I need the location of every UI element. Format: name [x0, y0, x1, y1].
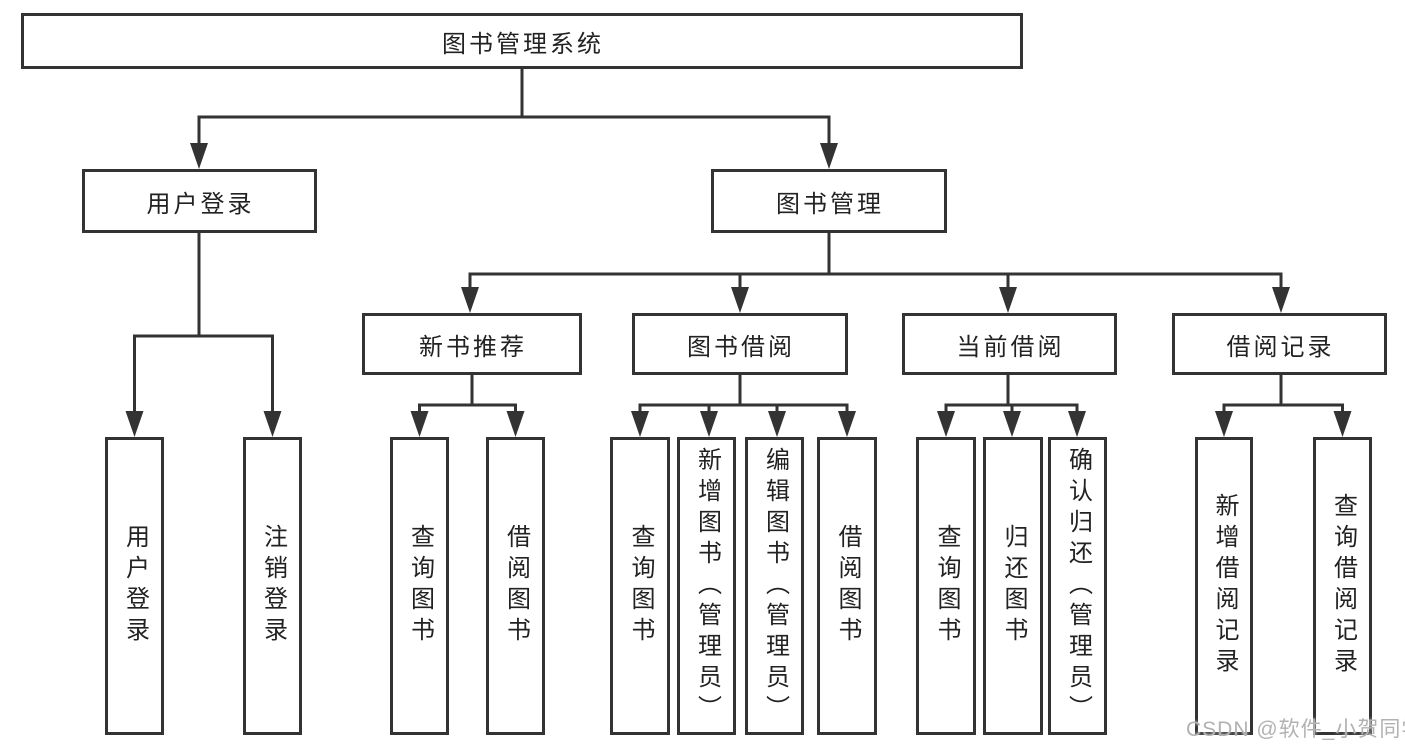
arrowheads [125, 143, 1352, 437]
node-user-login: 用户登录 [82, 169, 317, 233]
leaf-user-login: 用户登录 [105, 437, 164, 735]
leaf-query-book-recommend: 查询图书 [390, 437, 449, 735]
node-borrowing-records-label: 借阅记录 [1226, 333, 1335, 361]
node-new-book-recommend: 新书推荐 [362, 313, 582, 375]
leaf-add-book-admin: 新增图书（管理员） [677, 437, 736, 735]
leaf-logout-label: 注销登录 [259, 524, 287, 648]
leaf-edit-book-admin: 编辑图书（管理员） [745, 437, 804, 735]
node-borrowing-records: 借阅记录 [1172, 313, 1387, 375]
csdn-watermark: CSDN @软件_小贺同学 [1186, 718, 1405, 741]
node-new-book-recommend-label: 新书推荐 [419, 333, 527, 361]
node-book-borrowing-label: 图书借阅 [687, 333, 795, 361]
leaf-add-borrow-record: 新增借阅记录 [1195, 437, 1253, 735]
leaf-return-book: 归还图书 [983, 437, 1043, 735]
node-current-borrowing: 当前借阅 [902, 313, 1117, 375]
leaf-query-book-current: 查询图书 [916, 437, 976, 735]
leaf-query-book-current-label: 查询图书 [933, 524, 960, 648]
leaf-query-book-borrowing: 查询图书 [610, 437, 670, 735]
node-book-management: 图书管理 [711, 169, 947, 233]
node-root-system: 图书管理系统 [21, 13, 1023, 69]
leaf-user-login-label: 用户登录 [121, 524, 149, 648]
leaf-add-book-admin-label: 新增图书（管理员） [693, 446, 721, 726]
leaf-borrow-book: 借阅图书 [817, 437, 877, 735]
leaf-confirm-return-admin-label: 确认归还（管理员） [1064, 446, 1092, 726]
node-user-login-label: 用户登录 [146, 190, 255, 218]
leaf-query-book-recommend-label: 查询图书 [406, 524, 434, 648]
node-current-borrowing-label: 当前借阅 [956, 333, 1065, 361]
leaf-borrow-book-recommend-label: 借阅图书 [502, 524, 530, 648]
leaf-edit-book-admin-label: 编辑图书（管理员） [761, 446, 789, 726]
leaf-query-borrow-record: 查询借阅记录 [1313, 437, 1372, 735]
node-book-management-label: 图书管理 [776, 190, 884, 218]
leaf-query-borrow-record-label: 查询借阅记录 [1329, 493, 1357, 679]
leaf-query-book-borrowing-label: 查询图书 [627, 524, 654, 648]
node-book-borrowing: 图书借阅 [632, 313, 848, 375]
node-root-system-label: 图书管理系统 [442, 30, 604, 58]
leaf-return-book-label: 归还图书 [1000, 524, 1027, 648]
leaf-borrow-book-label: 借阅图书 [834, 524, 861, 648]
leaf-confirm-return-admin: 确认归还（管理员） [1048, 437, 1107, 735]
leaf-borrow-book-recommend: 借阅图书 [486, 437, 545, 735]
leaf-logout: 注销登录 [243, 437, 302, 735]
leaf-add-borrow-record-label: 新增借阅记录 [1211, 493, 1238, 679]
